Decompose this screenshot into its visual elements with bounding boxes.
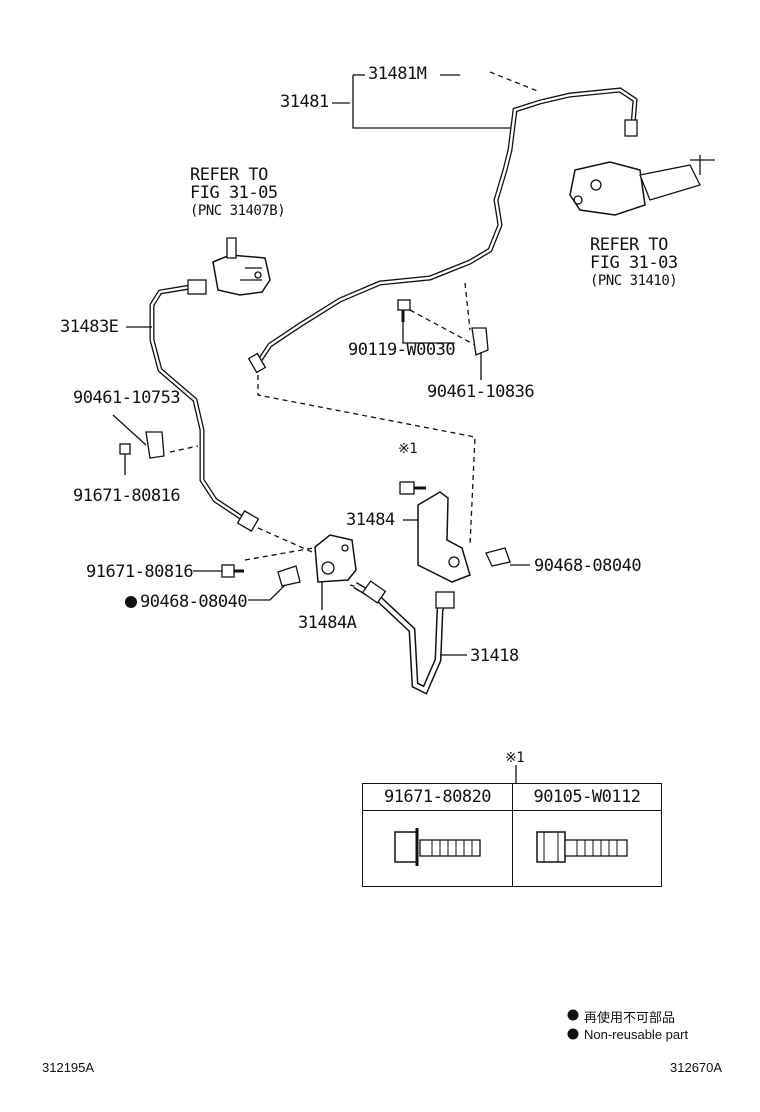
legend-en: Non-reusable part (584, 1027, 689, 1042)
label-90461-10753: 90461-10753 (73, 388, 181, 408)
label-91671-80816-a: 91671-80816 (73, 486, 181, 506)
label-31481: 31481 (280, 92, 329, 112)
refer-fig-31-03-line1: REFER TO (590, 235, 668, 255)
label-91671-80816-b: 91671-80816 (86, 562, 194, 582)
label-90119-W0030: 90119-W0030 (348, 340, 456, 360)
label-31418: 31418 (470, 646, 519, 666)
refer-fig-31-03-line3: (PNC 31410) (590, 273, 678, 289)
non-reusable-dot (125, 596, 137, 608)
footer-code-left: 312195A (42, 1060, 95, 1075)
bolt-91671-80820 (394, 828, 481, 866)
table-header-col2: 90105-W0112 (513, 784, 661, 811)
label-31481M: 31481M (368, 64, 427, 84)
table-header-col1: 91671-80820 (363, 784, 513, 811)
refer-fig-31-03-line2: FIG 31-03 (590, 253, 678, 273)
refer-fig-31-05-line3: (PNC 31407B) (190, 203, 286, 219)
label-31484: 31484 (346, 510, 395, 530)
bolt-90105-W0112 (536, 831, 628, 863)
legend-jp: 再使用不可部品 (584, 1010, 676, 1025)
refer-fig-31-05-line2: FIG 31-05 (190, 183, 278, 203)
bracket-31481 (352, 75, 515, 129)
footer-code-right: 312670A (670, 1060, 723, 1075)
table-note-mark: ※1 (505, 750, 525, 766)
table-divider (512, 784, 514, 886)
label-90468-08040-a: 90468-08040 (534, 556, 642, 576)
note-mark-1: ※1 (398, 441, 418, 457)
label-31483E: 31483E (60, 317, 119, 337)
bolt-table: 91671-80820 90105-W0112 (362, 783, 662, 887)
label-90461-10836: 90461-10836 (427, 382, 535, 402)
label-31484A: 31484A (298, 613, 357, 633)
refer-fig-31-05-line1: REFER TO (190, 165, 268, 185)
label-90468-08040-b: 90468-08040 (140, 592, 248, 612)
